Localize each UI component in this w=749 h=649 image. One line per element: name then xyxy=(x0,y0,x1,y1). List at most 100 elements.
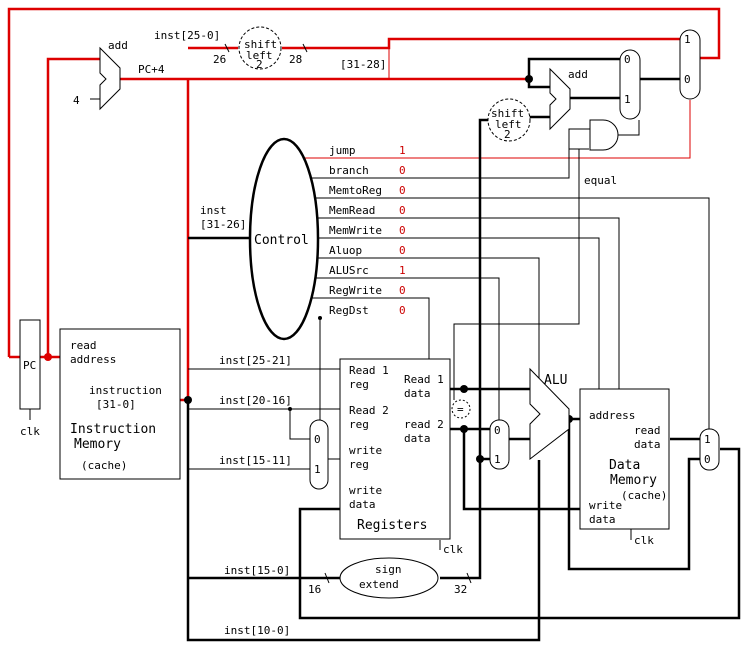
svg-text:Instruction: Instruction xyxy=(70,422,156,437)
svg-text:write: write xyxy=(589,499,622,512)
junction-dot xyxy=(44,353,52,361)
svg-text:address: address xyxy=(589,409,635,422)
inst-25-0-label: inst[25-0] xyxy=(154,29,220,42)
jump-shift-left: shift left 2 inst[25-0] 26 28 [31-28] xyxy=(154,26,386,71)
svg-text:Data: Data xyxy=(609,458,640,473)
pc-clk-label: clk xyxy=(20,425,40,438)
svg-text:0: 0 xyxy=(494,424,501,437)
svg-text:instruction: instruction xyxy=(89,384,162,397)
branch-shift-left: shift left 2 xyxy=(487,98,531,142)
svg-text:reg: reg xyxy=(349,378,369,391)
branch-adder-label: add xyxy=(568,68,588,81)
svg-text:0: 0 xyxy=(314,433,321,446)
pc-adder: add 4 PC+4 xyxy=(73,39,165,111)
svg-text:data: data xyxy=(634,438,661,451)
alusrc-mux: 0 1 xyxy=(489,419,510,470)
svg-text:inst: inst xyxy=(200,204,227,217)
svg-text:Memory: Memory xyxy=(610,473,657,488)
svg-text:write: write xyxy=(349,444,382,457)
signal-branch: branch xyxy=(329,164,369,177)
svg-text:Memory: Memory xyxy=(74,437,121,452)
instruction-memory: read address instruction [31-0] Instruct… xyxy=(59,328,181,480)
signal-memtoreg-value: 0 xyxy=(399,184,406,197)
svg-text:1: 1 xyxy=(624,93,631,106)
svg-text:Read 2: Read 2 xyxy=(349,404,389,417)
svg-text:(cache): (cache) xyxy=(621,489,667,502)
signal-regwrite-value: 0 xyxy=(399,284,406,297)
equal-label: equal xyxy=(584,174,617,187)
memtoreg-mux: 1 0 xyxy=(699,428,720,471)
svg-text:shift: shift xyxy=(491,107,524,120)
alu-label: ALU xyxy=(544,373,567,388)
svg-text:address: address xyxy=(70,353,116,366)
svg-text:2: 2 xyxy=(504,128,511,141)
field-rd: inst[15-11] xyxy=(219,454,292,467)
signal-alusrc: ALUSrc xyxy=(329,264,369,277)
svg-text:Read 1: Read 1 xyxy=(404,373,444,386)
svg-text:(cache): (cache) xyxy=(81,459,127,472)
svg-text:[31-0]: [31-0] xyxy=(96,398,136,411)
pc-adder-label: add xyxy=(108,39,128,52)
signal-alusrc-value: 1 xyxy=(399,264,406,277)
data-wires xyxy=(186,57,741,642)
svg-text:read: read xyxy=(70,339,97,352)
svg-text:Registers: Registers xyxy=(357,518,427,533)
control-signals: jump 1 branch 0 MemtoReg 0 MemRead 0 Mem… xyxy=(329,144,406,317)
branch-mux: 0 1 xyxy=(619,49,641,120)
svg-text:reg: reg xyxy=(349,418,369,431)
svg-text:=: = xyxy=(457,403,464,416)
control-unit: Control inst [31-26] xyxy=(200,137,320,341)
svg-text:0: 0 xyxy=(704,453,711,466)
signal-memread: MemRead xyxy=(329,204,375,217)
svg-text:data: data xyxy=(589,513,616,526)
svg-text:28: 28 xyxy=(289,53,302,66)
field-funct: inst[10-0] xyxy=(224,624,290,637)
jump-mux: 1 0 xyxy=(679,29,701,100)
svg-text:32: 32 xyxy=(454,583,467,596)
branch-adder: add xyxy=(549,67,588,131)
svg-text:read: read xyxy=(634,424,661,437)
svg-text:[31-26]: [31-26] xyxy=(200,218,246,231)
register-file: Read 1 reg Read 2 reg write reg write da… xyxy=(339,358,463,556)
svg-text:data: data xyxy=(404,387,431,400)
signal-memwrite: MemWrite xyxy=(329,224,382,237)
signal-memread-value: 0 xyxy=(399,204,406,217)
svg-text:shift: shift xyxy=(244,38,277,51)
control-wires xyxy=(29,98,710,550)
signal-branch-value: 0 xyxy=(399,164,406,177)
svg-text:1: 1 xyxy=(494,453,501,466)
svg-text:read 2: read 2 xyxy=(404,418,444,431)
field-rt: inst[20-16] xyxy=(219,394,292,407)
svg-text:data: data xyxy=(349,498,376,511)
svg-text:extend: extend xyxy=(359,578,399,591)
svg-text:clk: clk xyxy=(634,534,654,547)
signal-aluop-value: 0 xyxy=(399,244,406,257)
signal-aluop: Aluop xyxy=(329,244,362,257)
svg-text:1: 1 xyxy=(314,463,321,476)
svg-text:2: 2 xyxy=(256,58,263,71)
svg-text:1: 1 xyxy=(704,433,711,446)
signal-regdst-value: 0 xyxy=(399,304,406,317)
signal-regdst: RegDst xyxy=(329,304,369,317)
alu: ALU xyxy=(529,367,570,461)
instruction-fields: inst[25-21] inst[20-16] inst[15-11] inst… xyxy=(219,354,292,637)
svg-text:0: 0 xyxy=(624,53,631,66)
pc-register: PC clk xyxy=(19,319,41,438)
field-imm: inst[15-0] xyxy=(224,564,290,577)
pc-adder-const: 4 xyxy=(73,94,80,107)
equals-comparator: = xyxy=(451,399,471,419)
svg-text:Read 1: Read 1 xyxy=(349,364,389,377)
svg-text:write: write xyxy=(349,484,382,497)
svg-text:left: left xyxy=(495,118,522,131)
svg-text:left: left xyxy=(246,49,273,62)
regdst-mux: 0 1 xyxy=(309,419,329,490)
svg-text:0: 0 xyxy=(684,73,691,86)
sign-extend: sign extend 16 32 xyxy=(308,557,472,599)
svg-text:1: 1 xyxy=(684,33,691,46)
svg-text:26: 26 xyxy=(213,53,226,66)
svg-text:16: 16 xyxy=(308,583,321,596)
svg-text:reg: reg xyxy=(349,458,369,471)
svg-text:data: data xyxy=(404,432,431,445)
